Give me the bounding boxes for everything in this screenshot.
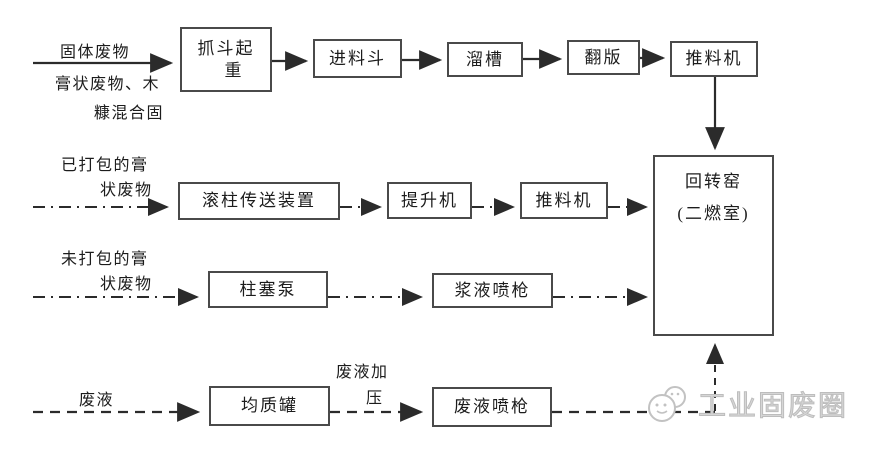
node-pusher-1: 推料机: [670, 41, 758, 77]
label-liquid-pressurize-1: 废液加: [336, 364, 389, 381]
node-label: 滚柱传送装置: [202, 191, 316, 211]
node-label: 回转窑: [685, 172, 742, 191]
node-label: 浆液喷枪: [454, 280, 531, 300]
node-grab-crane: 抓斗起 重: [180, 27, 272, 92]
label-liquid-pressurize-2: 压: [366, 390, 384, 407]
node-slurry-spray-gun: 浆液喷枪: [432, 273, 553, 308]
watermark-text: 工业固废圈: [697, 390, 849, 422]
node-label: 翻版: [584, 47, 623, 67]
node-plunger-pump: 柱塞泵: [208, 271, 328, 308]
label-paste-wood-mix-2: 糠混合固: [94, 105, 165, 122]
watermark: 工业固废圈: [644, 381, 848, 427]
label-unpacked-paste-2: 状废物: [100, 276, 153, 293]
node-label: 推料机: [535, 190, 593, 210]
label-unpacked-paste-1: 未打包的膏: [61, 251, 149, 268]
node-label: 进料斗: [329, 48, 386, 68]
node-label: 重: [224, 60, 244, 80]
label-solid-waste: 固体废物: [60, 44, 131, 61]
node-label: 溜槽: [466, 49, 504, 69]
node-homogenizer-tank: 均质罐: [209, 386, 330, 426]
label-packed-paste-1: 已打包的膏: [61, 157, 149, 174]
label-packed-paste-2: 状废物: [100, 182, 153, 199]
node-roller-conveyor: 滚柱传送装置: [178, 182, 340, 220]
label-paste-wood-mix-1: 膏状废物、木: [55, 76, 161, 93]
chat-faces-logo-icon: [648, 386, 686, 422]
node-pusher-2: 推料机: [520, 182, 608, 219]
node-elevator: 提升机: [387, 182, 472, 219]
node-flap: 翻版: [567, 40, 640, 75]
node-rotary-kiln: 回转窑 (二燃室): [653, 155, 774, 336]
node-chute: 溜槽: [447, 42, 523, 77]
node-label: (二燃室): [677, 204, 750, 224]
node-label: 柱塞泵: [239, 279, 297, 299]
node-label: 废液喷枪: [454, 397, 530, 417]
node-feed-hopper: 进料斗: [313, 39, 402, 78]
node-label: 均质罐: [241, 396, 298, 416]
node-label: 推料机: [685, 49, 743, 69]
node-label: 提升机: [401, 190, 458, 210]
node-label: 抓斗起: [197, 39, 255, 59]
label-waste-liquid: 废液: [79, 392, 115, 409]
node-liquid-spray-gun: 废液喷枪: [432, 387, 552, 427]
